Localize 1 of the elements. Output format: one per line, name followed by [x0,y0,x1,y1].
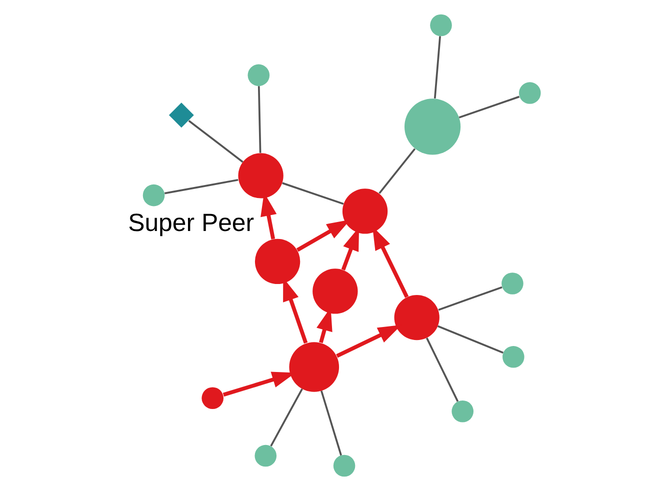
node-label: Super Peer [128,208,254,237]
